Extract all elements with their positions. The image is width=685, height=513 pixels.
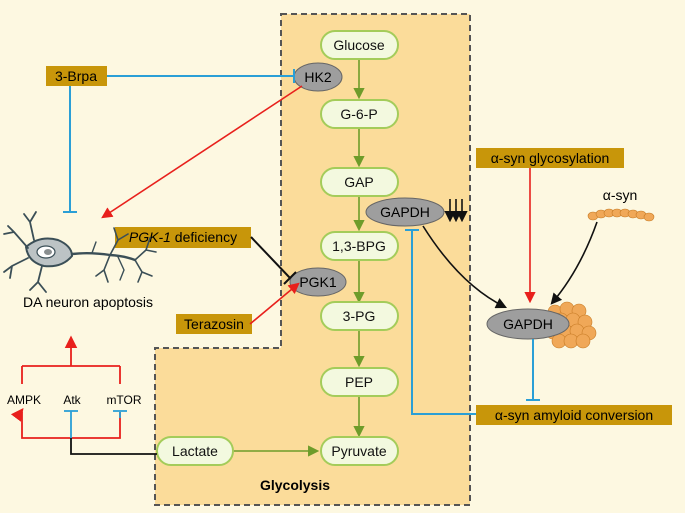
metabolite-bpg: 1,3-BPG <box>320 231 399 261</box>
asyn-bead-chain <box>587 208 655 222</box>
tag-asyn-amyloid-conversion: α-syn amyloid conversion <box>476 405 672 425</box>
da-neuron-label: DA neuron apoptosis <box>23 294 153 310</box>
svg-text:1,3-BPG: 1,3-BPG <box>332 238 386 254</box>
metabolite-gap: GAP <box>320 167 399 197</box>
tag-terazosin: Terazosin <box>176 314 252 334</box>
svg-text:HK2: HK2 <box>304 69 331 85</box>
metabolite-pep: PEP <box>320 367 399 397</box>
enzyme-gapdh: GAPDH <box>365 197 445 227</box>
svg-text:3-Brpa: 3-Brpa <box>55 68 97 84</box>
tag-asyn-glycosylation: α-syn glycosylation <box>476 148 624 168</box>
metabolite-g6p: G-6-P <box>320 99 399 129</box>
pgk1-deficiency-inhibition <box>250 236 297 285</box>
activation-arrows <box>101 85 536 325</box>
tag-3-brpa: 3-Brpa <box>46 66 107 86</box>
signal-atk: Atk <box>63 393 81 407</box>
svg-text:GAPDH: GAPDH <box>380 204 430 220</box>
svg-text:GAP: GAP <box>344 174 374 190</box>
gapdh-asyn-aggregate: GAPDH <box>486 301 597 349</box>
enzyme-pgk1: PGK1 <box>289 267 347 297</box>
svg-text:PGK-1 deficiency: PGK-1 deficiency <box>129 229 237 245</box>
metabolite-3pg: 3-PG <box>320 301 399 331</box>
black-arrows <box>422 221 598 309</box>
svg-text:3-PG: 3-PG <box>343 308 376 324</box>
svg-text:Terazosin: Terazosin <box>184 316 244 332</box>
gapdh-decrease-arrows <box>444 199 468 223</box>
svg-text:G-6-P: G-6-P <box>340 106 377 122</box>
svg-text:Pyruvate: Pyruvate <box>331 443 386 459</box>
enzyme-gapdh-aggregate <box>486 308 570 340</box>
metabolite-lactate: Lactate <box>156 436 234 466</box>
svg-text:PGK1: PGK1 <box>299 274 337 290</box>
svg-text:Lactate: Lactate <box>172 443 218 459</box>
tag-pgk1-deficiency: PGK-1 deficiency <box>115 227 251 248</box>
pathway-arrows <box>233 58 365 457</box>
metabolite-glucose: Glucose <box>320 30 399 60</box>
asyn-label: α-syn <box>603 187 638 203</box>
svg-text:GAPDH: GAPDH <box>503 316 553 332</box>
enzyme-hk2: HK2 <box>293 62 343 92</box>
inhibition-lines <box>63 69 540 415</box>
svg-text:Glucose: Glucose <box>333 37 385 53</box>
da-neuron-icon <box>3 211 157 293</box>
svg-text:PEP: PEP <box>345 374 373 390</box>
signaling-network <box>10 335 157 455</box>
signal-ampk: AMPK <box>7 393 41 407</box>
signal-mtor: mTOR <box>106 393 141 407</box>
glycolysis-label: Glycolysis <box>260 477 330 493</box>
svg-text:α-syn amyloid conversion: α-syn amyloid conversion <box>495 407 653 423</box>
metabolite-pyruvate: Pyruvate <box>320 436 399 466</box>
svg-text:α-syn glycosylation: α-syn glycosylation <box>491 150 610 166</box>
